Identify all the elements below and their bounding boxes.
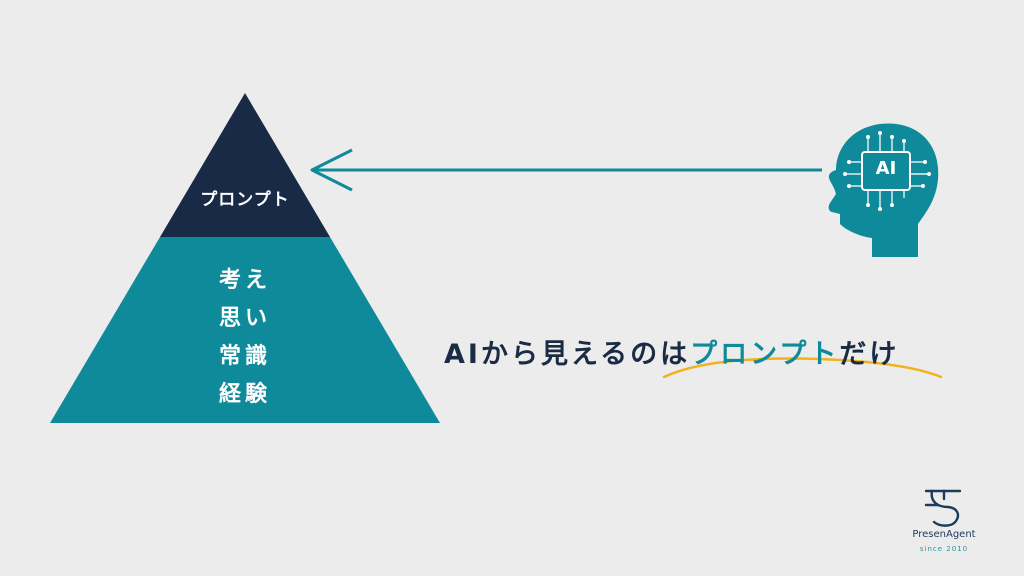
pyramid-base-line: 思い: [218, 306, 271, 331]
ai-head-icon: [828, 123, 939, 258]
presenagent-logo-icon: [924, 489, 962, 527]
headline: AIから見えるのはプロンプトだけ: [444, 332, 899, 371]
headline-before: AIから見えるのは: [444, 339, 691, 370]
pyramid-base-line: 経験: [218, 382, 271, 407]
headline-highlight: プロンプト: [690, 339, 840, 370]
headline-underline: [662, 357, 943, 379]
headline-after: だけ: [839, 339, 900, 370]
logo-sub: since 2010: [919, 545, 969, 553]
pyramid-base: [50, 237, 440, 423]
pyramid-tip-label: プロンプト: [200, 190, 290, 210]
pyramid-base-line: 常識: [218, 344, 271, 369]
ai-badge-label: AI: [875, 158, 897, 179]
pyramid-tip: [160, 93, 330, 237]
pyramid-base-line: 考え: [218, 268, 271, 293]
arrow-head: [310, 148, 353, 192]
logo-name: PresenAgent: [912, 529, 976, 540]
